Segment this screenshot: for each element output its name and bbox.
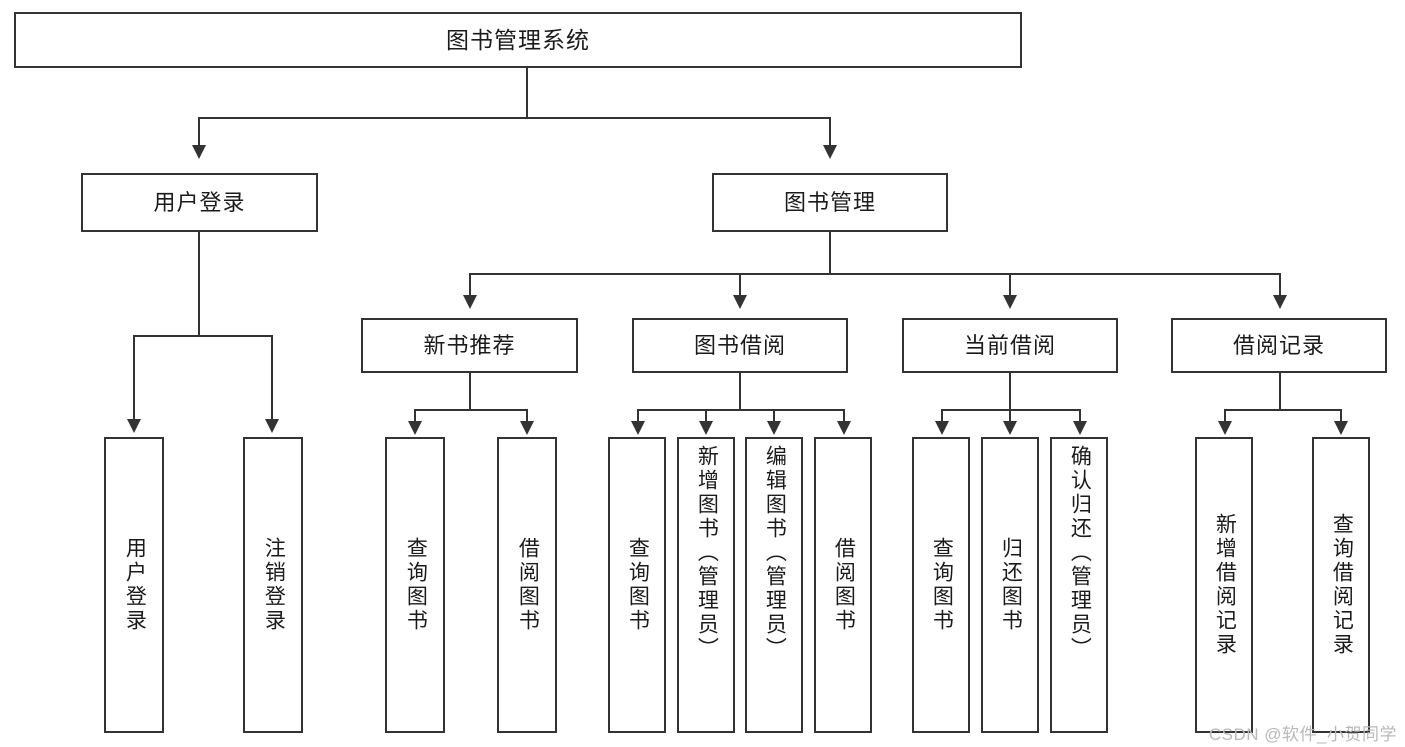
node-book-manage-label: 图书管理	[783, 189, 876, 215]
arrowhead-bb-to-leaf3	[767, 421, 781, 435]
connector-bb-to-leaf1	[637, 409, 639, 423]
connector-user-login-stem	[198, 232, 200, 335]
connector-bb-bus	[637, 409, 844, 411]
arrowhead-br-to-leaf1	[1218, 421, 1232, 435]
connector-bb-to-leaf3	[773, 409, 775, 423]
node-leaf-borrow-book-1[interactable]: 借阅图书	[497, 437, 557, 733]
node-leaf-query-book-2-label: 查询图书	[626, 537, 650, 633]
connector-br-to-leaf1	[1224, 409, 1226, 423]
node-leaf-user-logout[interactable]: 注销登录	[243, 437, 303, 733]
arrowhead-cb-to-leaf3	[1073, 421, 1087, 435]
node-leaf-query-record-label: 查询借阅记录	[1330, 513, 1354, 657]
arrowhead-bb-to-leaf2	[699, 421, 713, 435]
node-leaf-query-book-3[interactable]: 查询图书	[912, 437, 970, 733]
node-leaf-query-book-1[interactable]: 查询图书	[385, 437, 445, 733]
node-leaf-add-record[interactable]: 新增借阅记录	[1195, 437, 1253, 733]
node-leaf-user-logout-label: 注销登录	[262, 537, 286, 633]
arrowhead-user-login-to-leaf2	[265, 419, 279, 433]
arrowhead-nbr-to-leaf1	[408, 421, 422, 435]
connector-bm-to-book-borrow	[739, 273, 741, 297]
node-current-borrow[interactable]: 当前借阅	[902, 318, 1118, 373]
node-book-borrow[interactable]: 图书借阅	[632, 318, 848, 373]
connector-nbr-to-leaf1	[414, 409, 416, 423]
node-leaf-confirm-return-label: 确认归还（管理员）	[1068, 445, 1092, 661]
connector-bm-to-current-borrow	[1009, 273, 1011, 297]
arrowhead-cb-to-leaf2	[1003, 421, 1017, 435]
connector-user-login-to-leaf2	[271, 335, 273, 421]
arrowhead-bm-to-new-book-rec	[463, 295, 477, 309]
node-root[interactable]: 图书管理系统	[14, 12, 1022, 68]
arrowhead-bb-to-leaf1	[631, 421, 645, 435]
node-leaf-add-book-label: 新增图书（管理员）	[695, 445, 719, 661]
node-borrow-record-label: 借阅记录	[1232, 332, 1325, 358]
connector-nbr-stem	[469, 373, 471, 409]
node-leaf-query-book-1-label: 查询图书	[404, 537, 428, 633]
connector-root-to-user-login	[198, 117, 200, 147]
connector-bm-to-borrow-record	[1279, 273, 1281, 297]
connector-user-login-to-leaf1	[133, 335, 135, 421]
node-new-book-rec-label: 新书推荐	[423, 332, 516, 358]
node-current-borrow-label: 当前借阅	[963, 332, 1056, 358]
connector-cb-stem	[1009, 373, 1011, 409]
connector-bb-to-leaf2	[705, 409, 707, 423]
node-book-manage[interactable]: 图书管理	[712, 173, 948, 232]
connector-br-stem	[1279, 373, 1281, 409]
arrowhead-nbr-to-leaf2	[520, 421, 534, 435]
arrowhead-bm-to-borrow-record	[1273, 295, 1287, 309]
node-leaf-add-record-label: 新增借阅记录	[1213, 513, 1237, 657]
connector-level2-bus	[469, 273, 1280, 275]
node-book-borrow-label: 图书借阅	[693, 332, 786, 358]
arrowhead-bb-to-leaf4	[837, 421, 851, 435]
connector-bb-to-leaf4	[843, 409, 845, 423]
connector-cb-to-leaf1	[941, 409, 943, 423]
connector-bm-to-new-book-rec	[469, 273, 471, 297]
connector-nbr-to-leaf2	[526, 409, 528, 423]
node-user-login-label: 用户登录	[153, 189, 246, 215]
connector-cb-to-leaf2	[1009, 409, 1011, 423]
node-leaf-user-login[interactable]: 用户登录	[104, 437, 164, 733]
arrowhead-user-login-to-leaf1	[127, 419, 141, 433]
connector-level1-bus	[198, 117, 830, 119]
node-leaf-add-book[interactable]: 新增图书（管理员）	[677, 437, 735, 733]
connector-br-to-leaf2	[1340, 409, 1342, 423]
node-borrow-record[interactable]: 借阅记录	[1171, 318, 1387, 373]
arrowhead-root-to-book-manage	[823, 145, 837, 159]
node-leaf-confirm-return[interactable]: 确认归还（管理员）	[1050, 437, 1108, 733]
arrowhead-cb-to-leaf1	[935, 421, 949, 435]
node-leaf-query-book-2[interactable]: 查询图书	[608, 437, 666, 733]
node-new-book-rec[interactable]: 新书推荐	[361, 318, 578, 373]
arrowhead-bm-to-book-borrow	[733, 295, 747, 309]
node-leaf-borrow-book-2-label: 借阅图书	[832, 537, 856, 633]
node-root-label: 图书管理系统	[446, 26, 590, 53]
connector-bb-stem	[739, 373, 741, 409]
node-leaf-borrow-book-1-label: 借阅图书	[516, 537, 540, 633]
arrowhead-root-to-user-login	[192, 145, 206, 159]
node-leaf-return-book[interactable]: 归还图书	[981, 437, 1039, 733]
connector-cb-to-leaf3	[1079, 409, 1081, 423]
node-leaf-edit-book-label: 编辑图书（管理员）	[763, 445, 787, 661]
node-leaf-query-record[interactable]: 查询借阅记录	[1312, 437, 1370, 733]
connector-user-login-bus	[133, 335, 271, 337]
connector-root-to-book-manage	[829, 117, 831, 147]
node-user-login[interactable]: 用户登录	[81, 173, 318, 232]
node-leaf-query-book-3-label: 查询图书	[930, 537, 954, 633]
node-leaf-return-book-label: 归还图书	[999, 537, 1023, 633]
arrowhead-bm-to-current-borrow	[1003, 295, 1017, 309]
connector-nbr-bus	[414, 409, 528, 411]
node-leaf-user-login-label: 用户登录	[123, 537, 147, 633]
connector-br-bus	[1224, 409, 1341, 411]
arrowhead-br-to-leaf2	[1334, 421, 1348, 435]
connector-root-stem	[526, 68, 528, 117]
connector-book-manage-stem	[829, 232, 831, 273]
node-leaf-borrow-book-2[interactable]: 借阅图书	[814, 437, 872, 733]
node-leaf-edit-book[interactable]: 编辑图书（管理员）	[745, 437, 803, 733]
